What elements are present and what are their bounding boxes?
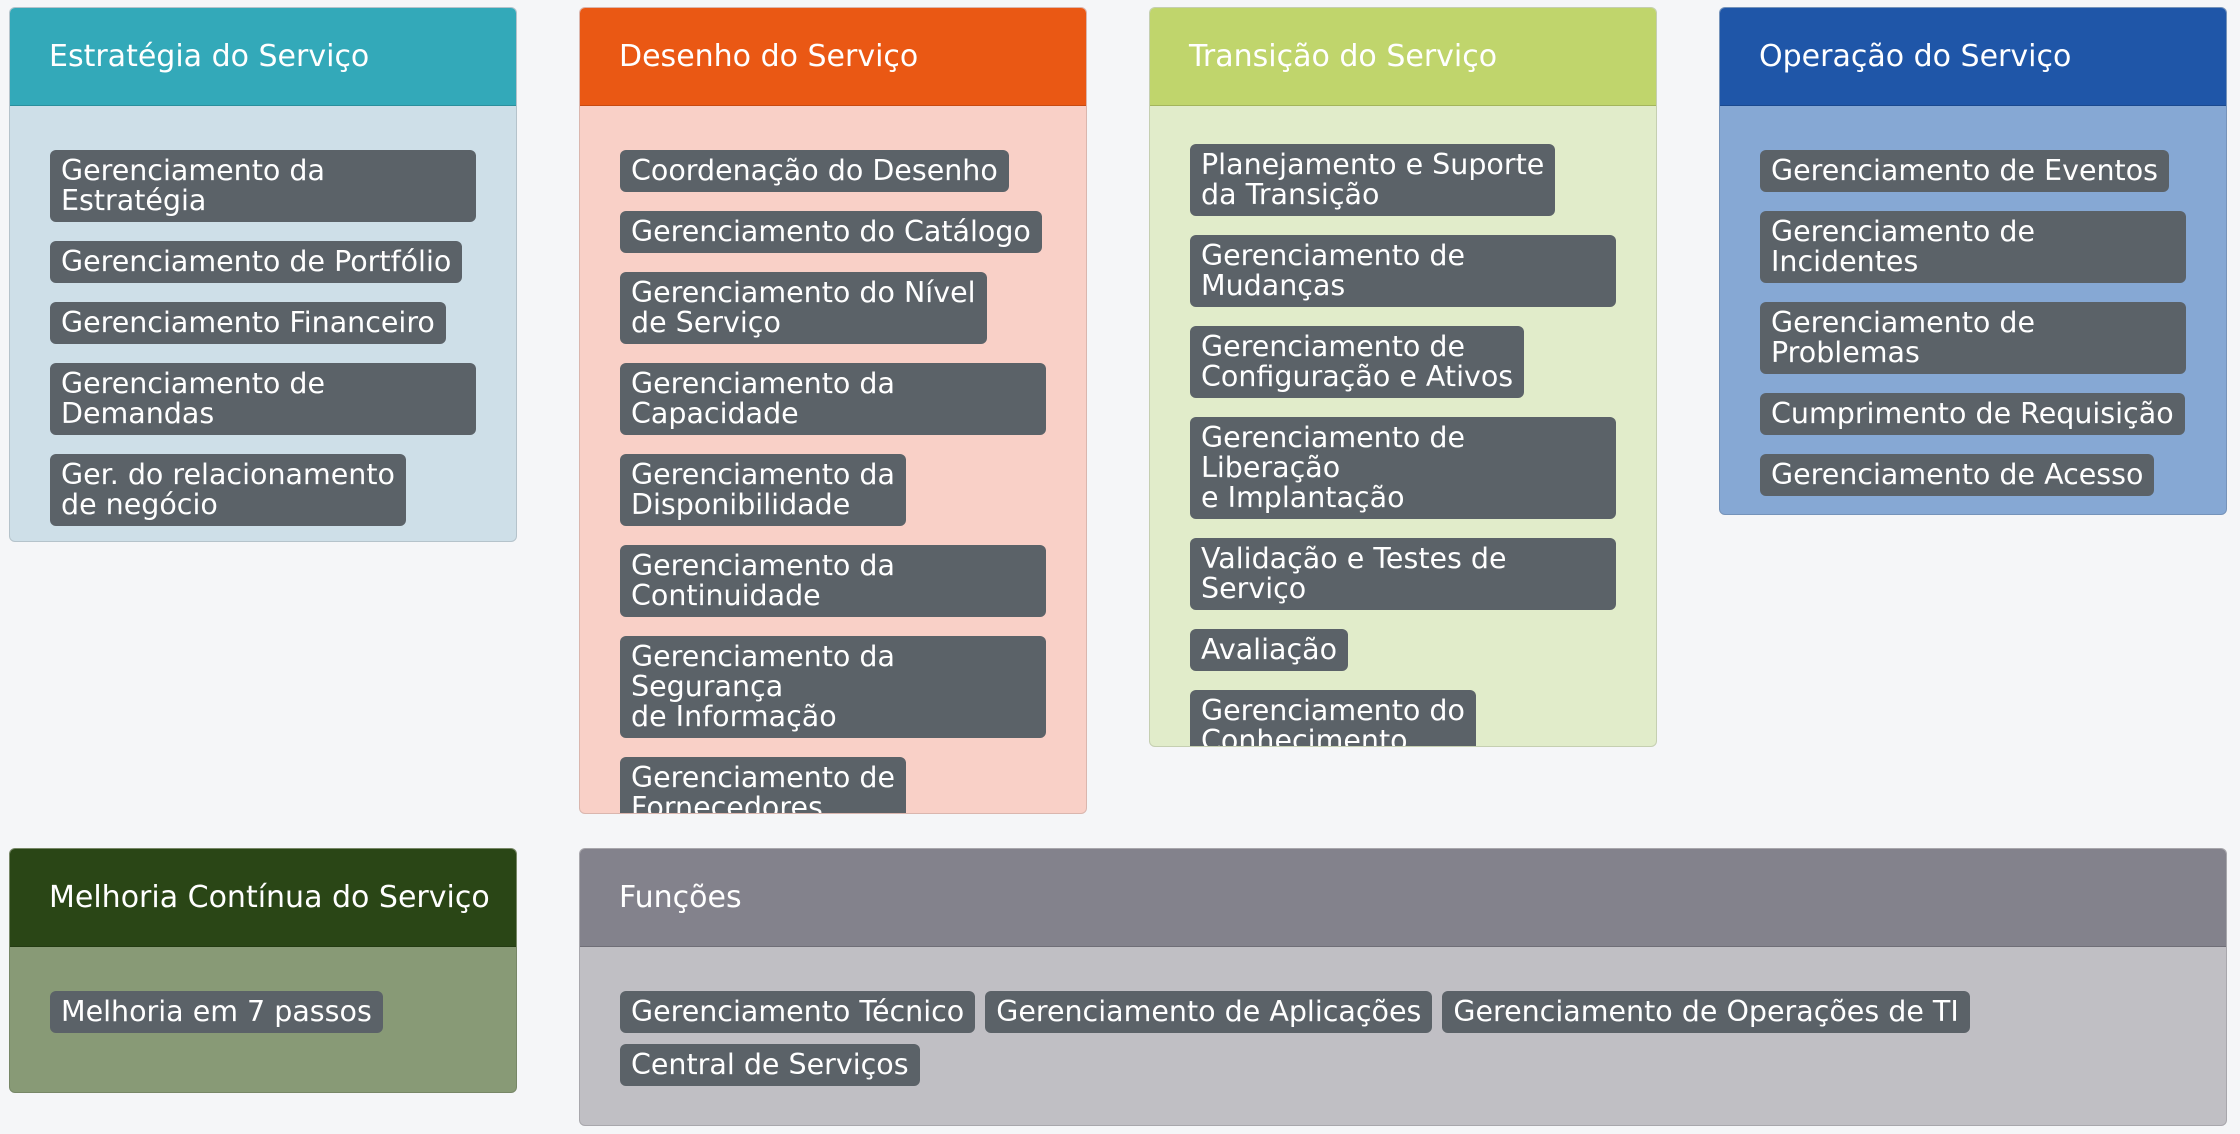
process-badge: Gerenciamento do Conhecimento bbox=[1190, 690, 1476, 746]
function-badge: Gerenciamento Técnico bbox=[620, 991, 976, 1033]
process-badge: Gerenciamento da Estratégia bbox=[50, 150, 476, 222]
card-desenho: Desenho do Serviço Coordenação do Desenh… bbox=[579, 7, 1087, 814]
badge-list: Gerenciamento da Estratégia Gerenciament… bbox=[50, 150, 476, 526]
card-header: Transição do Serviço bbox=[1150, 8, 1656, 106]
process-badge: Gerenciamento de Portfólio bbox=[50, 241, 463, 283]
card-transicao: Transição do Serviço Planejamento e Supo… bbox=[1149, 7, 1657, 747]
card-header: Operação do Serviço bbox=[1720, 8, 2226, 106]
card-header: Funções bbox=[580, 849, 2226, 947]
process-badge: Gerenciamento da Continuidade bbox=[620, 545, 1046, 617]
card-body: Gerenciamento de Eventos Gerenciamento d… bbox=[1720, 106, 2226, 514]
card-body: Coordenação do Desenho Gerenciamento do … bbox=[580, 106, 1086, 813]
process-badge: Cumprimento de Requisição bbox=[1760, 393, 2185, 435]
function-badge: Central de Serviços bbox=[620, 1044, 920, 1086]
card-header: Desenho do Serviço bbox=[580, 8, 1086, 106]
card-funcoes: Funções Gerenciamento Técnico Gerenciame… bbox=[579, 848, 2227, 1126]
card-estrategia: Estratégia do Serviço Gerenciamento da E… bbox=[9, 7, 517, 542]
process-badge: Melhoria em 7 passos bbox=[50, 991, 383, 1033]
process-badge: Gerenciamento de Acesso bbox=[1760, 454, 2155, 496]
process-badge: Gerenciamento de Eventos bbox=[1760, 150, 2170, 192]
card-body: Gerenciamento da Estratégia Gerenciament… bbox=[10, 106, 516, 541]
process-badge: Gerenciamento Financeiro bbox=[50, 302, 446, 344]
card-melhoria: Melhoria Contínua do Serviço Melhoria em… bbox=[9, 848, 517, 1093]
process-badge: Gerenciamento da Disponibilidade bbox=[620, 454, 906, 526]
card-body: Planejamento e Suporte da Transição Gere… bbox=[1150, 106, 1656, 746]
process-badge: Ger. do relacionamento de negócio bbox=[50, 454, 406, 526]
process-badge: Gerenciamento de Configuração e Ativos bbox=[1190, 326, 1525, 398]
process-badge: Gerenciamento de Liberação e Implantação bbox=[1190, 417, 1616, 519]
process-badge: Gerenciamento de Fornecedores bbox=[620, 757, 907, 813]
process-badge: Gerenciamento de Demandas bbox=[50, 363, 476, 435]
badge-list: Gerenciamento Técnico Gerenciamento de A… bbox=[620, 991, 2186, 1086]
card-operacao: Operação do Serviço Gerenciamento de Eve… bbox=[1719, 7, 2227, 515]
process-badge: Validação e Testes de Serviço bbox=[1190, 538, 1616, 610]
badge-list: Melhoria em 7 passos bbox=[50, 991, 476, 1033]
process-badge: Gerenciamento do Nível de Serviço bbox=[620, 272, 987, 344]
process-badge: Gerenciamento da Capacidade bbox=[620, 363, 1046, 435]
card-body: Melhoria em 7 passos bbox=[10, 947, 516, 1073]
process-badge: Gerenciamento da Segurança de Informação bbox=[620, 636, 1046, 738]
badge-list: Gerenciamento de Eventos Gerenciamento d… bbox=[1760, 150, 2186, 496]
badge-list: Coordenação do Desenho Gerenciamento do … bbox=[620, 150, 1046, 813]
process-badge: Gerenciamento de Problemas bbox=[1760, 302, 2186, 374]
card-header: Melhoria Contínua do Serviço bbox=[10, 849, 516, 947]
process-badge: Gerenciamento de Mudanças bbox=[1190, 235, 1616, 307]
process-badge: Coordenação do Desenho bbox=[620, 150, 1009, 192]
function-badge: Gerenciamento de Operações de TI bbox=[1442, 991, 1970, 1033]
process-badge: Avaliação bbox=[1190, 629, 1349, 671]
card-header: Estratégia do Serviço bbox=[10, 8, 516, 106]
function-badge: Gerenciamento de Aplicações bbox=[985, 991, 1433, 1033]
process-badge: Gerenciamento de Incidentes bbox=[1760, 211, 2186, 283]
badge-list: Planejamento e Suporte da Transição Gere… bbox=[1190, 144, 1616, 746]
process-badge: Planejamento e Suporte da Transição bbox=[1190, 144, 1556, 216]
process-badge: Gerenciamento do Catálogo bbox=[620, 211, 1042, 253]
card-body: Gerenciamento Técnico Gerenciamento de A… bbox=[580, 947, 2226, 1125]
